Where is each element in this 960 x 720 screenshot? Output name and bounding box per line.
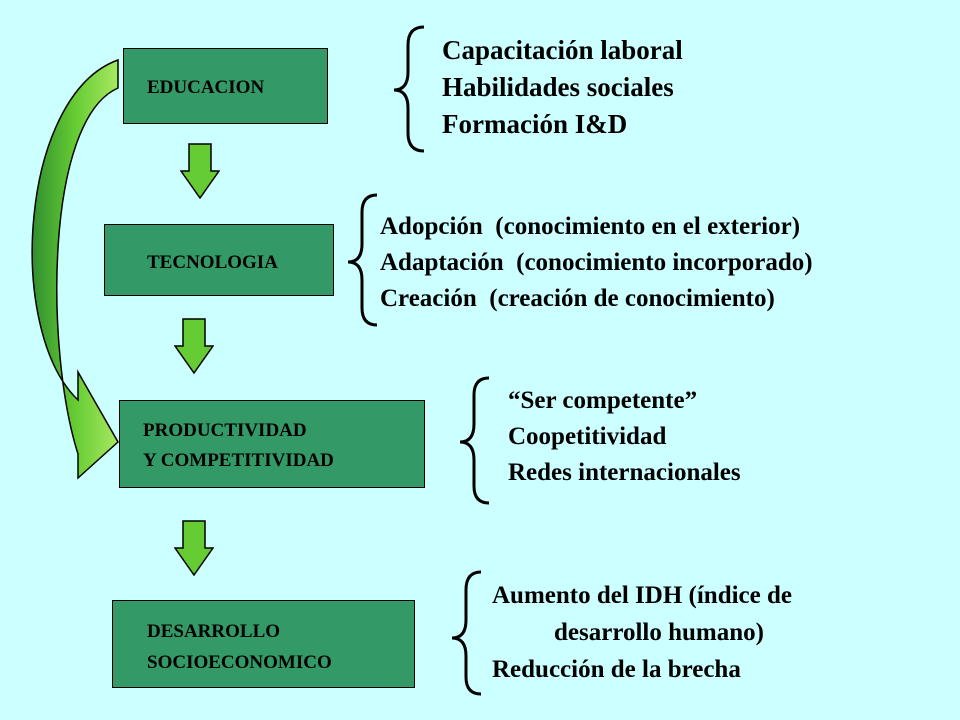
group-productividad: “Ser competente” Coopetitividad Redes in… (508, 383, 741, 491)
box-productividad-label-2: Y COMPETITIVIDAD (143, 450, 334, 471)
box-tecnologia: TECNOLOGIA (104, 224, 334, 296)
box-desarrollo-label-1: DESARROLLO (147, 621, 281, 642)
group-educacion-item-1: Capacitación laboral (442, 35, 683, 65)
down-arrow-3 (174, 520, 214, 576)
box-tecnologia-label: TECNOLOGIA (147, 252, 278, 273)
box-educacion-label: EDUCACION (147, 77, 265, 98)
down-arrow-1 (180, 143, 220, 199)
group-desarrollo-item-1: Aumento del IDH (índice de (492, 582, 792, 609)
group-productividad-item-1: “Ser competente” (508, 387, 698, 414)
group-productividad-item-2: Coopetitividad (508, 423, 667, 450)
group-desarrollo: Aumento del IDH (índice de desarrollo hu… (492, 577, 792, 688)
group-tecnologia-item-1: Adopción (conocimiento en el exterior) (380, 213, 801, 240)
box-productividad-label-1: PRODUCTIVIDAD (143, 420, 307, 441)
box-desarrollo: DESARROLLO SOCIOECONOMICO (112, 600, 415, 688)
group-desarrollo-item-3: Reducción de la brecha (492, 656, 741, 683)
group-tecnologia: Adopción (conocimiento en el exterior) A… (380, 209, 813, 317)
box-productividad: PRODUCTIVIDAD Y COMPETITIVIDAD (119, 400, 425, 488)
group-productividad-item-3: Redes internacionales (508, 459, 741, 486)
group-educacion-item-2: Habilidades sociales (442, 72, 674, 102)
group-tecnologia-item-3: Creación (creación de conocimiento) (380, 285, 775, 312)
group-educacion: Capacitación laboral Habilidades sociale… (442, 32, 683, 143)
group-desarrollo-item-2: desarrollo humano) (554, 619, 764, 646)
down-arrow-2 (174, 318, 214, 374)
box-educacion: EDUCACION (123, 48, 328, 124)
box-desarrollo-label-2: SOCIOECONOMICO (147, 652, 332, 673)
group-tecnologia-item-2: Adaptación (conocimiento incorporado) (380, 249, 813, 276)
group-educacion-item-3: Formación I&D (442, 109, 628, 139)
